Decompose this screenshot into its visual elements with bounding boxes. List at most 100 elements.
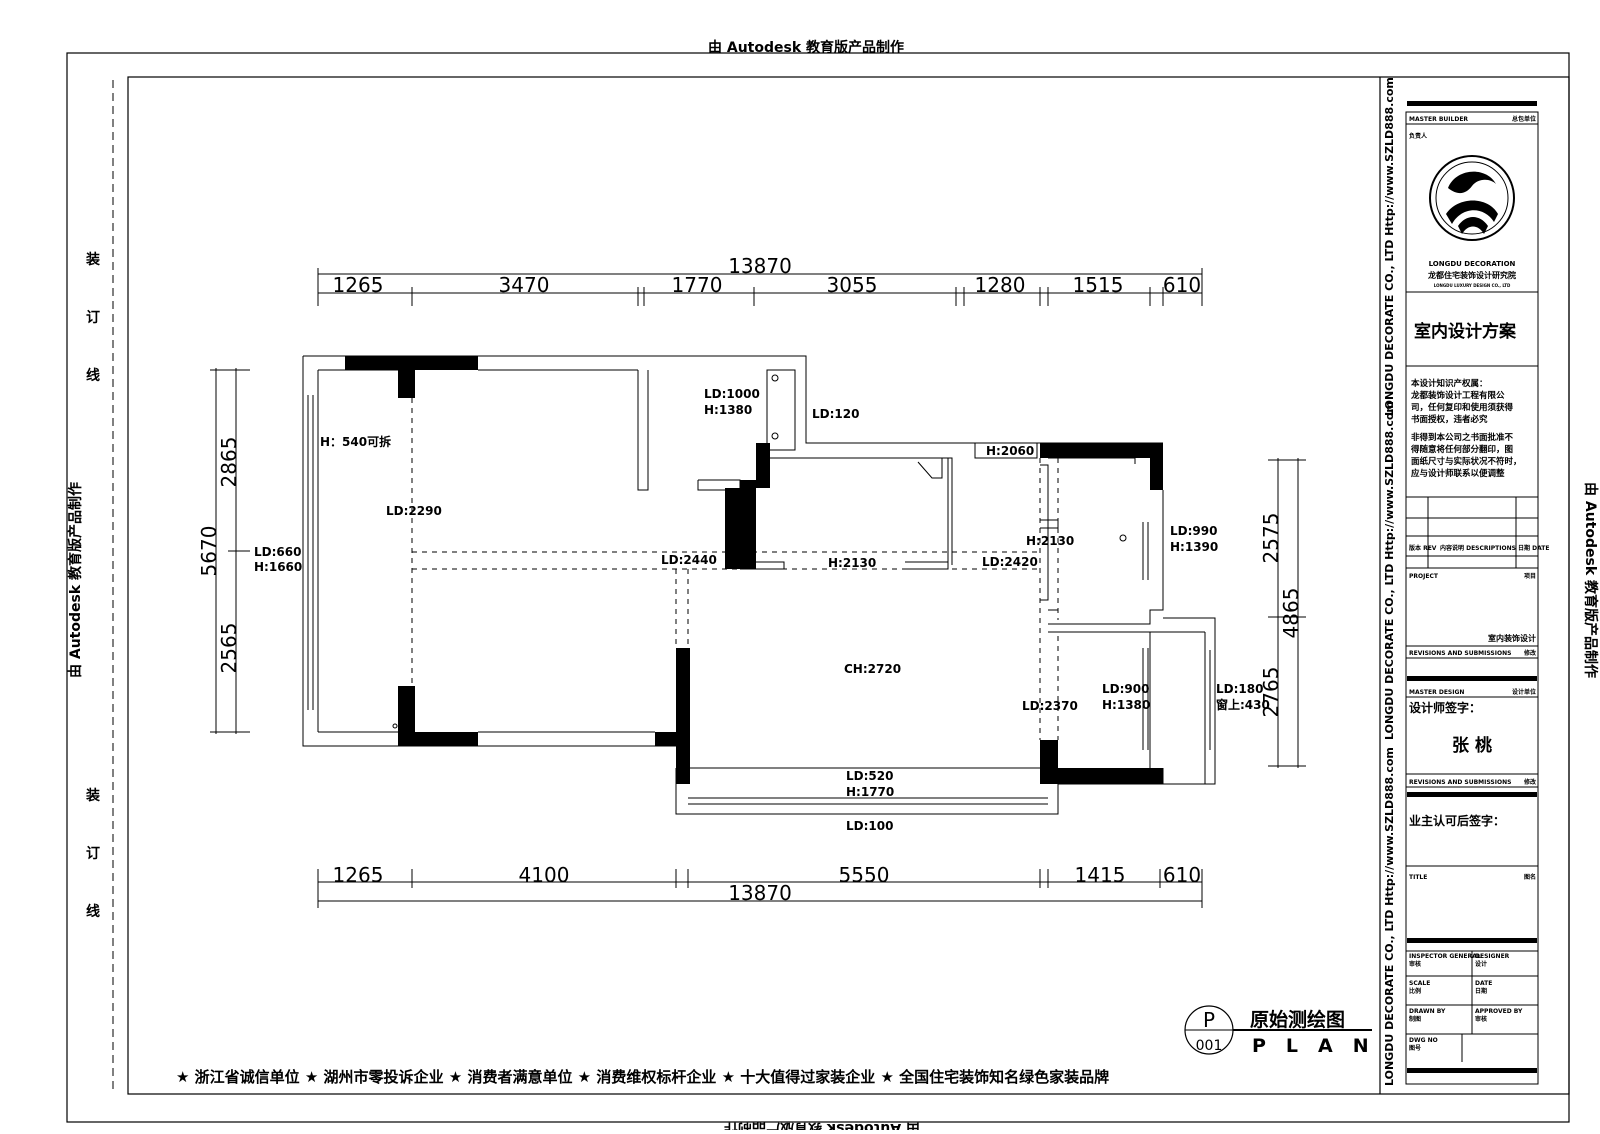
company-slogan: ★ 浙江省诚信单位 ★ 湖州市零投诉企业 ★ 消费者满意单位 ★ 消费维权标杆企… bbox=[176, 1068, 1109, 1086]
floor-plan bbox=[210, 268, 1306, 908]
dim-top: 1515 bbox=[1073, 273, 1124, 297]
tb-company-cn: 龙都住宅装饰设计研究院 bbox=[1427, 270, 1516, 280]
watermark-right: 由 Autodesk 教育版产品制作 bbox=[1582, 482, 1599, 678]
tb-designer-cn: 设计 bbox=[1475, 960, 1487, 968]
plan-label: H:2130 bbox=[828, 556, 876, 570]
binding-char: 线 bbox=[86, 903, 100, 920]
tb-master-design-cn: 设计单位 bbox=[1512, 688, 1536, 696]
plan-label: LD:2370 bbox=[1022, 699, 1078, 713]
tb-scheme: 室内设计方案 bbox=[1414, 321, 1517, 342]
company-logo bbox=[1429, 155, 1515, 241]
watermark-top: 由 Autodesk 教育版产品制作 bbox=[708, 39, 904, 56]
dim-top: 610 bbox=[1163, 273, 1201, 297]
plan-label: CH:2720 bbox=[844, 662, 901, 676]
tb-approved-by: APPROVED BY bbox=[1475, 1008, 1523, 1015]
plan-label: H:1660 bbox=[254, 560, 302, 574]
plan-label: LD:120 bbox=[812, 407, 859, 421]
tb-project-label: PROJECT bbox=[1409, 573, 1439, 580]
tb-drawn-by: DRAWN BY bbox=[1409, 1008, 1446, 1015]
plan-label: H:1380 bbox=[1102, 698, 1150, 712]
inner-frame bbox=[127, 76, 1570, 1095]
plan-label: LD:520 bbox=[846, 769, 893, 783]
title-block: LONGDU DECORATE CO., LTD Http://www.SZLD… bbox=[1379, 77, 1549, 1094]
dim-bottom: 1415 bbox=[1075, 863, 1126, 887]
tb-rev-header: 日期 DATE bbox=[1518, 544, 1549, 552]
side-strip-text: LONGDU DECORATE CO., LTD Http://www.SZLD… bbox=[1383, 77, 1396, 416]
tb-project-label-cn: 项目 bbox=[1524, 572, 1536, 580]
plan-label: LD:2290 bbox=[386, 504, 442, 518]
tb-rev-header: 版本 REV bbox=[1408, 544, 1437, 552]
tb-revisions-label: REVISIONS AND SUBMISSIONS bbox=[1409, 650, 1511, 657]
dim-bottom: 5550 bbox=[839, 863, 890, 887]
dim-top: 1280 bbox=[975, 273, 1026, 297]
revision-table bbox=[1406, 496, 1538, 569]
binding-marks: 装 订 线 装 订 线 bbox=[85, 251, 101, 920]
tb-company-en: LONGDU DECORATION bbox=[1429, 260, 1516, 268]
plan-label: 窗上:430 bbox=[1216, 697, 1270, 712]
tb-title-label-cn: 图名 bbox=[1524, 873, 1536, 881]
dimension-texts: 13870 1265 3470 1770 3055 1280 1515 610 … bbox=[197, 254, 1303, 905]
tb-drawn-by-cn: 制图 bbox=[1409, 1015, 1421, 1023]
tb-dwg-no: DWG NO bbox=[1409, 1037, 1438, 1044]
dim-top: 3470 bbox=[499, 273, 550, 297]
tb-title-label: TITLE bbox=[1409, 874, 1427, 881]
side-strip-text: LONGDU DECORATE CO., LTD Http://www.SZLD… bbox=[1383, 747, 1396, 1086]
bottom-dimension-chain bbox=[317, 869, 1203, 908]
tb-dwg-no-cn: 图号 bbox=[1409, 1044, 1421, 1052]
drawing-title-cn: 原始测绘图 bbox=[1250, 1008, 1345, 1031]
title-symbol-letter: P bbox=[1203, 1008, 1215, 1032]
tb-notice-line: 面纸尺寸与实际状况不符时， bbox=[1411, 456, 1522, 467]
plan-label: LD:660 bbox=[254, 545, 301, 559]
tb-master-builder-cn: 总包单位 bbox=[1512, 115, 1536, 123]
dim-right: 2765 bbox=[1259, 667, 1283, 718]
tb-company-sign: 负责人 bbox=[1409, 132, 1428, 140]
tb-project-value: 室内装饰设计 bbox=[1488, 633, 1536, 643]
tb-revisions-label2-cn: 修改 bbox=[1523, 778, 1537, 786]
tb-notice-line: 非得到本公司之书面批准不 bbox=[1411, 432, 1514, 443]
plan-label: H:2130 bbox=[1026, 534, 1074, 548]
dim-left: 2565 bbox=[217, 623, 241, 674]
tb-scale: SCALE bbox=[1409, 980, 1430, 987]
tb-inspector-cn: 审核 bbox=[1409, 960, 1421, 968]
tb-master-design: MASTER DESIGN bbox=[1409, 689, 1464, 696]
tb-date: DATE bbox=[1475, 980, 1492, 987]
title-symbol-number: 001 bbox=[1196, 1038, 1223, 1054]
dim-bottom: 4100 bbox=[519, 863, 570, 887]
tb-designer: DESIGNER bbox=[1475, 953, 1510, 960]
tb-notice-line: 龙都装饰设计工程有限公 bbox=[1410, 390, 1505, 401]
tb-date-cn: 日期 bbox=[1475, 987, 1487, 995]
drawing-title-en: PLAN bbox=[1252, 1035, 1389, 1057]
watermark-left: 由 Autodesk 教育版产品制作 bbox=[67, 482, 84, 678]
binding-char: 装 bbox=[85, 787, 101, 804]
top-dimension-chain bbox=[317, 268, 1203, 306]
tb-notice-line: 司，任何复印和使用须获得 bbox=[1411, 402, 1514, 413]
plan-label: LD:100 bbox=[846, 819, 893, 833]
dim-top: 3055 bbox=[827, 273, 878, 297]
binding-char: 订 bbox=[86, 309, 100, 326]
dim-top: 1265 bbox=[333, 273, 384, 297]
tb-revisions-label-cn: 修改 bbox=[1523, 649, 1537, 657]
dim-top-total: 13870 bbox=[728, 254, 792, 278]
plan-label: LD:180 bbox=[1216, 682, 1263, 696]
tb-notice-line: 本设计知识产权属： bbox=[1411, 378, 1488, 389]
tb-notice-line: 应与设计师联系以便调整 bbox=[1411, 468, 1505, 479]
left-dimension-chain bbox=[210, 368, 250, 734]
plan-label: H:1380 bbox=[704, 403, 752, 417]
right-dimension-chain bbox=[1268, 458, 1306, 768]
plan-label: LD:2440 bbox=[661, 553, 717, 567]
tb-company-en2: LONGDU LUXURY DESIGN CO., LTD bbox=[1434, 283, 1511, 288]
dim-bottom-total: 13870 bbox=[728, 881, 792, 905]
tb-inspector: INSPECTOR GENERAL bbox=[1409, 953, 1481, 960]
plan-label: H:2060 bbox=[986, 444, 1034, 458]
tb-owner-sign-label: 业主认可后签字： bbox=[1409, 813, 1505, 828]
thin-walls bbox=[302, 355, 1216, 815]
tb-notice-line: 书面授权，违者必究 bbox=[1411, 414, 1488, 425]
window-lines bbox=[307, 395, 1211, 750]
dim-right-total: 4865 bbox=[1279, 588, 1303, 639]
plan-label: H：540可拆 bbox=[320, 434, 391, 449]
tb-designer-sign-label: 设计师签字： bbox=[1409, 700, 1481, 715]
tb-scale-cn: 比例 bbox=[1409, 987, 1421, 995]
side-strip-text: LONGDU DECORATE CO., LTD Http://www.SZLD… bbox=[1383, 401, 1396, 740]
